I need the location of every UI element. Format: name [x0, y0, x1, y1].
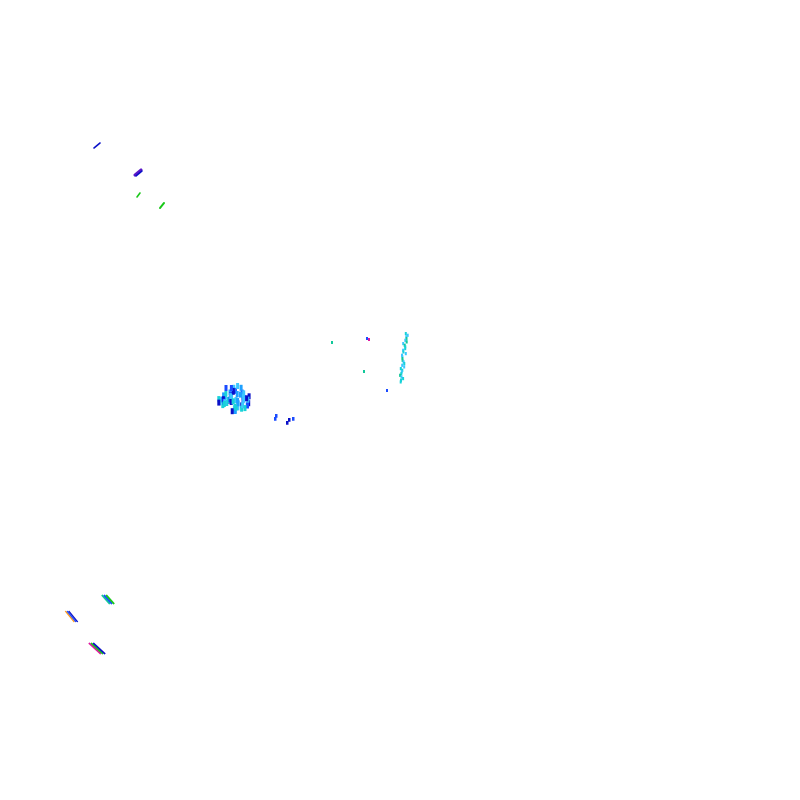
- speck-pixel: [400, 372, 403, 376]
- speck-pixel: [403, 365, 406, 369]
- speck-pixel: [235, 391, 239, 397]
- speck-pixel: [404, 352, 407, 356]
- streak-purple: [133, 168, 143, 177]
- speck-stroke: [101, 594, 111, 605]
- speck-stroke: [105, 594, 115, 605]
- speck-pixel: [232, 384, 236, 391]
- speck-pixel: [400, 370, 403, 374]
- speck-pixel: [242, 396, 246, 403]
- speck-pixel: [292, 417, 295, 421]
- speck-pixel: [386, 389, 388, 392]
- speck-pixel: [230, 408, 234, 415]
- specks-small-blue: [274, 414, 295, 425]
- streak-bottom-3: [88, 642, 106, 655]
- speck-pixel: [400, 375, 403, 379]
- speck-stroke: [68, 610, 79, 623]
- speck-pixel: [233, 387, 237, 394]
- streak-bottom-2: [64, 610, 79, 623]
- speck-pixel: [217, 399, 221, 406]
- speck-pixel: [233, 403, 237, 410]
- speck-pixel: [234, 397, 238, 403]
- speck-pixel: [229, 385, 233, 391]
- speck-pixel: [286, 421, 289, 425]
- speck-stroke: [159, 202, 165, 209]
- speck-pixel: [231, 387, 235, 394]
- speck-pixel: [233, 408, 237, 414]
- speck-pixel: [245, 395, 249, 402]
- speck-pixel: [246, 402, 249, 409]
- speck-pixel: [229, 393, 233, 400]
- speck-pixel: [288, 418, 291, 422]
- speck-pixel: [243, 405, 247, 412]
- speck-pixel: [402, 350, 405, 354]
- speck-stroke: [66, 610, 77, 623]
- speck-stroke: [133, 168, 143, 177]
- speck-pixel: [403, 362, 406, 366]
- blob-center-left: [217, 383, 251, 415]
- speck-pixel: [236, 397, 240, 404]
- speck-pixel: [236, 404, 240, 411]
- speck-pixel: [274, 417, 277, 421]
- speck-pixel: [217, 396, 221, 403]
- streak-top-left: [93, 142, 101, 149]
- speck-pixel: [402, 377, 405, 381]
- speck-stroke: [135, 170, 143, 177]
- speck-pixel: [242, 390, 246, 397]
- speck-pixel: [405, 340, 408, 344]
- speck-pixel: [226, 397, 230, 403]
- speck-pixel: [406, 333, 409, 337]
- speck-pixel: [402, 342, 405, 346]
- speck-pixel: [366, 337, 368, 340]
- speck-pixel: [363, 370, 365, 373]
- speck-pixel: [229, 399, 233, 405]
- speck-pixel: [399, 380, 402, 384]
- speck-green-2: [159, 202, 165, 209]
- streak-cyan-vertical: [399, 332, 409, 384]
- speck-pixel: [401, 363, 404, 367]
- speck-pixel: [401, 355, 404, 359]
- speck-pixel: [404, 332, 407, 336]
- speck-pixel: [222, 392, 226, 399]
- speck-pixel: [231, 398, 235, 405]
- speck-pixel: [239, 384, 243, 391]
- speck-pixel: [405, 335, 408, 339]
- speck-stroke: [64, 610, 75, 623]
- speck-pixel: [224, 390, 228, 397]
- speck-pixel: [247, 393, 251, 400]
- speck-pixel: [401, 357, 404, 361]
- speck-pixel: [331, 341, 333, 344]
- specks-sparse: [331, 337, 388, 392]
- speck-pixel: [368, 338, 370, 341]
- speck-pixel: [402, 360, 405, 364]
- speck-pixel: [241, 402, 245, 409]
- speck-stroke: [88, 642, 102, 655]
- speck-pixel: [236, 383, 240, 389]
- speck-pixel: [240, 405, 244, 412]
- speck-stroke: [136, 192, 141, 198]
- speck-pixel: [404, 338, 407, 342]
- speck-stroke: [92, 642, 106, 655]
- speck-pixel: [399, 373, 402, 377]
- speck-pixel: [405, 337, 408, 341]
- speck-pixel: [399, 367, 402, 371]
- speck-pixel: [404, 345, 407, 349]
- speck-stroke: [93, 142, 101, 149]
- speck-pixel: [404, 347, 407, 351]
- streak-bottom-1: [101, 594, 115, 605]
- speck-green-1: [136, 192, 141, 198]
- speck-pixel: [222, 401, 226, 407]
- speck-pixel: [239, 391, 242, 398]
- speck-pixel: [225, 400, 229, 406]
- speck-pixel: [224, 385, 228, 391]
- speck-pixel: [275, 414, 278, 418]
- speck-stroke: [90, 642, 104, 655]
- speck-stroke: [103, 594, 113, 605]
